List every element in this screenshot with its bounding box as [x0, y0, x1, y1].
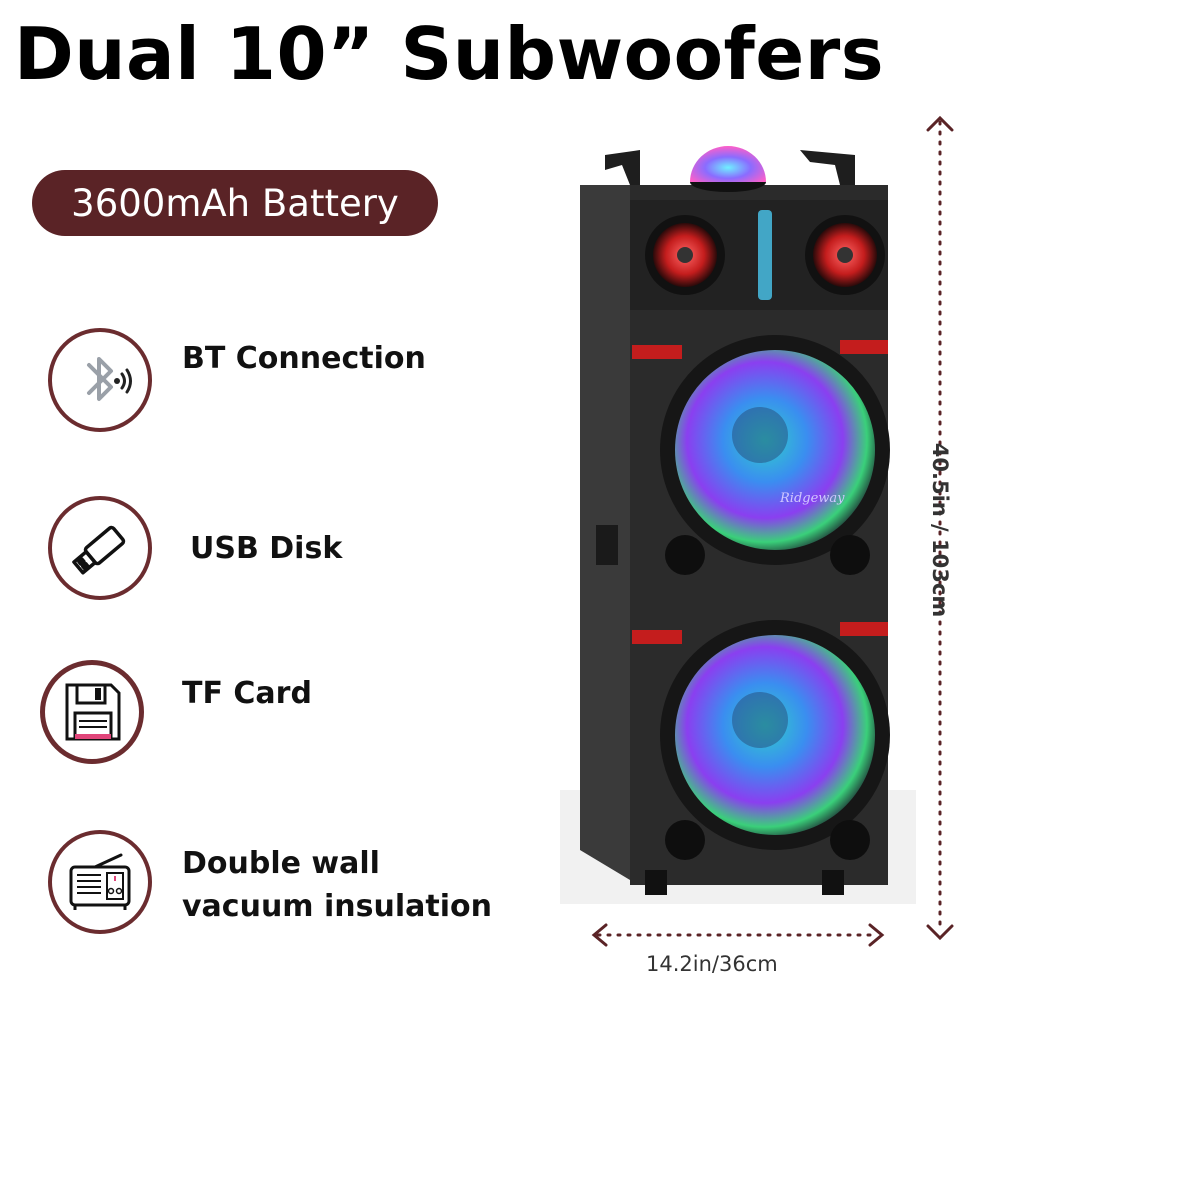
- page-title: Dual 10” Subwoofers: [14, 12, 885, 96]
- radio-icon: [48, 830, 152, 934]
- bluetooth-icon: [48, 328, 152, 432]
- usb-icon: [48, 496, 152, 600]
- height-dimension-arrow: [926, 115, 954, 941]
- feature-tf-card: [40, 660, 144, 764]
- feature-usb-disk: [48, 496, 152, 600]
- width-label: 14.2in/36cm: [646, 952, 778, 976]
- feature-bt-connection: [48, 328, 152, 432]
- feature-label-insulation-1: Double wall: [182, 846, 380, 881]
- feature-insulation: [48, 830, 152, 934]
- feature-label-bt: BT Connection: [182, 341, 426, 376]
- feature-label-usb: USB Disk: [190, 531, 343, 566]
- speaker-image: Ridgeway: [560, 130, 920, 910]
- width-dimension-arrow: [591, 923, 885, 947]
- battery-badge: 3600mAh Battery: [32, 170, 438, 236]
- feature-label-insulation-2: vacuum insulation: [182, 889, 492, 924]
- brand-mark: Ridgeway: [779, 491, 845, 506]
- height-label: 40.5in / 103cm: [928, 442, 952, 618]
- floppy-disk-icon: [40, 660, 144, 764]
- feature-label-tf: TF Card: [182, 676, 312, 711]
